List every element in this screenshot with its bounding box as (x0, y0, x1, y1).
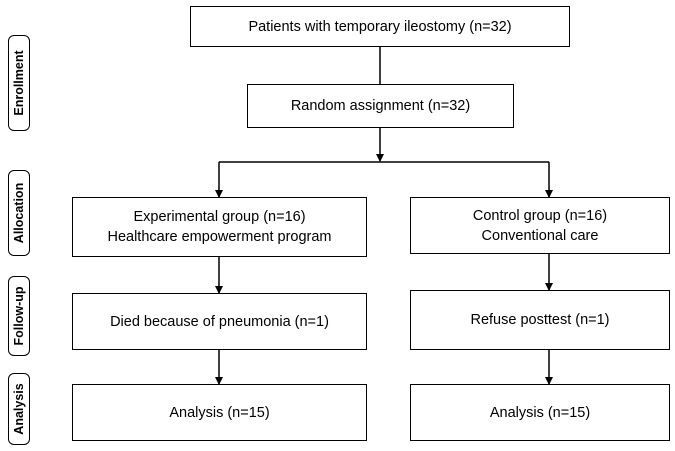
analysis-left-box: Analysis (n=15) (72, 384, 367, 441)
died-pneumonia-text: Died because of pneumonia (n=1) (110, 313, 329, 330)
stage-enrollment-label: Enrollment (12, 50, 26, 116)
control-group-intervention: Conventional care (481, 227, 599, 244)
stage-analysis-label: Analysis (12, 383, 26, 435)
control-group-box: Control group (n=16) Conventional care (410, 197, 670, 254)
refuse-posttest-box: Refuse posttest (n=1) (410, 290, 670, 350)
analysis-right-box: Analysis (n=15) (410, 384, 670, 441)
stage-allocation-label: Allocation (12, 182, 26, 244)
refuse-posttest-text: Refuse posttest (n=1) (470, 312, 610, 328)
experimental-group-title: Experimental group (n=16) (133, 209, 306, 225)
stage-follow-up: Follow-up (8, 276, 30, 356)
experimental-group-intervention: Healthcare empowerment program (107, 229, 332, 245)
random-assignment-box: Random assignment (n=32) (247, 84, 514, 128)
stage-allocation: Allocation (8, 170, 30, 256)
stage-enrollment: Enrollment (8, 35, 30, 131)
patients-text: Patients with temporary ileostomy (n=32) (248, 18, 512, 35)
stage-follow-up-label: Follow-up (12, 286, 26, 346)
patients-box: Patients with temporary ileostomy (n=32) (190, 6, 570, 47)
analysis-right-text: Analysis (n=15) (489, 404, 591, 421)
control-group-title: Control group (n=16) (472, 207, 608, 224)
analysis-left-text: Analysis (n=15) (169, 404, 270, 421)
experimental-group-box: Experimental group (n=16) Healthcare emp… (72, 197, 367, 257)
stage-analysis: Analysis (8, 373, 30, 445)
random-assignment-text: Random assignment (n=32) (290, 98, 471, 114)
died-pneumonia-box: Died because of pneumonia (n=1) (72, 293, 367, 350)
